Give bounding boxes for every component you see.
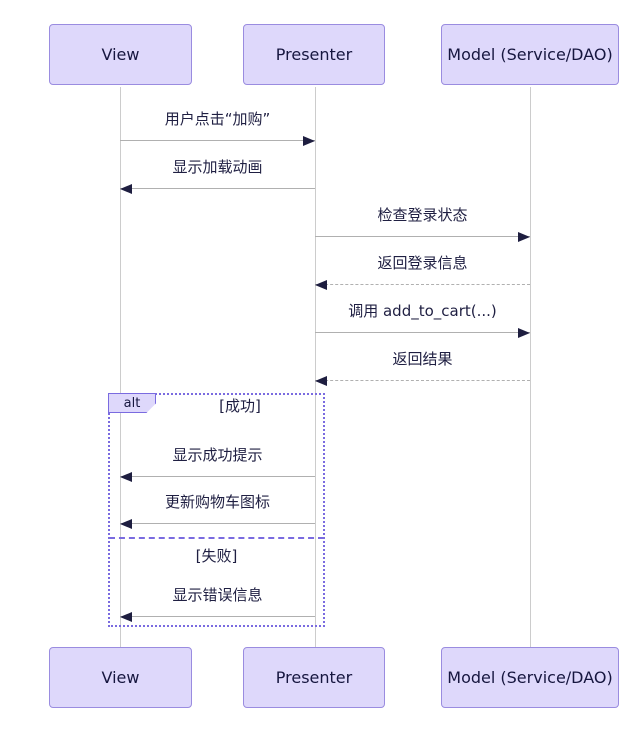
arrowhead-left-icon xyxy=(120,184,132,194)
participant-model-label: Model (Service/DAO) xyxy=(447,668,613,687)
message-return-login-info: 返回登录信息 xyxy=(315,252,530,290)
alt-fragment-frame xyxy=(108,393,325,627)
message-show-loading: 显示加载动画 xyxy=(120,156,315,194)
participant-presenter-label: Presenter xyxy=(275,45,353,64)
alt-condition-fail: [失败] xyxy=(195,547,238,565)
message-call-add-to-cart: 调用 add_to_cart(...) xyxy=(315,300,530,338)
arrowhead-left-icon xyxy=(315,376,327,386)
arrowhead-left-icon xyxy=(120,612,132,622)
lifeline-view xyxy=(120,87,121,647)
message-text: 调用 add_to_cart(...) xyxy=(348,302,497,320)
participant-model-top: Model (Service/DAO) xyxy=(441,24,619,85)
message-show-success-toast: 显示成功提示 xyxy=(120,444,315,482)
participant-model-bottom: Model (Service/DAO) xyxy=(441,647,619,708)
arrowhead-right-icon xyxy=(518,328,530,338)
participant-presenter-label: Presenter xyxy=(275,668,353,687)
alt-condition-success: [成功] xyxy=(219,397,261,415)
participant-view-top: View xyxy=(49,24,192,85)
message-user-click-add-to-cart: 用户点击“加购” xyxy=(120,108,315,146)
participant-model-label: Model (Service/DAO) xyxy=(447,45,613,64)
message-text: 更新购物车图标 xyxy=(164,493,270,511)
message-line xyxy=(315,332,530,333)
participant-view-label: View xyxy=(101,45,140,64)
participant-presenter-top: Presenter xyxy=(243,24,385,85)
participant-view-bottom: View xyxy=(49,647,192,708)
message-line xyxy=(120,523,315,524)
arrowhead-left-icon xyxy=(315,280,327,290)
arrowhead-left-icon xyxy=(120,472,132,482)
message-show-error-info: 显示错误信息 xyxy=(120,584,315,622)
alt-fragment-label: alt xyxy=(123,395,141,411)
participant-view-label: View xyxy=(101,668,140,687)
message-text: 返回结果 xyxy=(392,350,453,368)
message-line-dashed xyxy=(315,284,530,285)
message-line-dashed xyxy=(315,380,530,381)
arrowhead-right-icon xyxy=(518,232,530,242)
message-text: 检查登录状态 xyxy=(377,206,468,224)
message-return-result: 返回结果 xyxy=(315,348,530,386)
message-line xyxy=(120,476,315,477)
alt-fragment-tab: alt xyxy=(108,393,156,413)
participant-presenter-bottom: Presenter xyxy=(243,647,385,708)
arrowhead-right-icon xyxy=(303,136,315,146)
arrowhead-left-icon xyxy=(120,519,132,529)
message-line xyxy=(120,616,315,617)
message-line xyxy=(315,236,530,237)
lifeline-presenter xyxy=(315,87,316,647)
message-text: 返回登录信息 xyxy=(377,254,468,272)
message-text: 用户点击“加购” xyxy=(164,110,271,128)
message-text: 显示成功提示 xyxy=(172,446,263,464)
lifeline-model xyxy=(530,87,531,647)
message-text: 显示加载动画 xyxy=(172,158,263,176)
message-check-login-status: 检查登录状态 xyxy=(315,204,530,242)
message-line xyxy=(120,140,315,141)
alt-section-divider xyxy=(109,537,324,539)
message-update-cart-icon: 更新购物车图标 xyxy=(120,491,315,529)
message-text: 显示错误信息 xyxy=(172,586,263,604)
message-line xyxy=(120,188,315,189)
